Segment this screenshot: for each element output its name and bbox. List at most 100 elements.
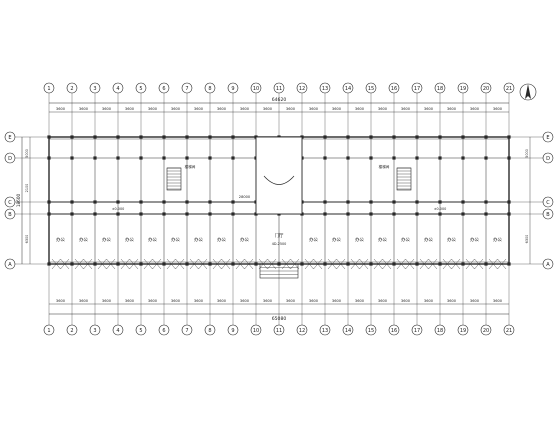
axis-letter-left-B: B: [8, 212, 12, 218]
column: [369, 200, 373, 204]
axis-letter-left-C: C: [8, 200, 12, 206]
column: [346, 212, 350, 216]
axis-bubble-top-8: [204, 82, 216, 94]
room-label-9: 办公: [240, 236, 249, 243]
axis-number-top-19: 19: [460, 86, 466, 92]
axis-number-top-9: 9: [231, 86, 234, 92]
window-mark: [313, 258, 323, 270]
left-dim-3: 6300: [25, 235, 29, 244]
axis-number-top-13: 13: [322, 86, 328, 92]
axis-bubble-bottom-21: [503, 324, 515, 336]
column: [415, 212, 419, 216]
window-mark: [327, 258, 337, 270]
corridor-width: 28000: [239, 195, 251, 199]
column: [185, 212, 189, 216]
north-arrow-icon: [525, 84, 531, 99]
axis-number-bottom-16: 16: [391, 328, 397, 334]
window-mark: [74, 258, 84, 270]
window-mark: [451, 258, 461, 270]
bay-dim-top: 3600: [401, 107, 411, 111]
axis-bubble-bottom-14: [342, 324, 354, 336]
bay-dim-bottom: 3600: [355, 299, 365, 303]
axis-bubble-bottom-11: [273, 324, 285, 336]
column: [139, 200, 143, 204]
column: [461, 200, 465, 204]
axis-number-bottom-2: 2: [70, 328, 73, 334]
axis-number-top-6: 6: [162, 86, 165, 92]
column: [392, 200, 396, 204]
axis-bubble-top-12: [296, 82, 308, 94]
window-mark: [419, 258, 429, 270]
axis-number-bottom-13: 13: [322, 328, 328, 334]
room-label-8: 办公: [217, 236, 226, 243]
axis-bubble-top-17: [411, 82, 423, 94]
stair-box: [166, 167, 182, 191]
column: [323, 156, 327, 160]
column: [116, 156, 120, 160]
column: [392, 156, 396, 160]
axis-bubble-bottom-7: [181, 324, 193, 336]
axis-number-bottom-11: 11: [276, 328, 282, 334]
bay-dim-top: 3600: [125, 107, 135, 111]
axis-letter-left-D: D: [8, 156, 12, 162]
column: [208, 156, 212, 160]
bay-dim-top: 3600: [447, 107, 457, 111]
axis-number-bottom-20: 20: [483, 328, 489, 334]
bay-dim-top: 3600: [355, 107, 365, 111]
column: [231, 156, 235, 160]
axis-bubble-bottom-12: [296, 324, 308, 336]
axis-bubble-bottom-16: [388, 324, 400, 336]
axis-bubble-top-21: [503, 82, 515, 94]
axis-bubble-right-C: [542, 196, 554, 208]
axis-bubble-right-B: [542, 208, 554, 220]
axis-bubble-bottom-4: [112, 324, 124, 336]
bay-dim-bottom: 3600: [401, 299, 411, 303]
axis-letter-left-A: A: [8, 262, 12, 268]
left-dim-2: 2100: [25, 184, 29, 193]
axis-number-bottom-5: 5: [139, 328, 142, 334]
axis-bubble-top-11: [273, 82, 285, 94]
room-label-14: 办公: [355, 236, 364, 243]
window-mark: [350, 258, 360, 270]
axis-number-bottom-8: 8: [208, 328, 211, 334]
column: [185, 200, 189, 204]
axis-bubble-bottom-8: [204, 324, 216, 336]
column: [116, 212, 120, 216]
bay-dim-top: 3600: [148, 107, 158, 111]
window-mark: [497, 258, 507, 270]
axis-number-bottom-3: 3: [93, 328, 96, 334]
bay-dim-top: 3600: [493, 107, 503, 111]
room-label-13: 办公: [332, 236, 341, 243]
window-mark: [336, 258, 346, 270]
axis-bubble-bottom-2: [66, 324, 78, 336]
axis-bubble-left-D: [4, 152, 16, 164]
window-mark: [51, 258, 61, 270]
column: [139, 212, 143, 216]
axis-number-top-18: 18: [437, 86, 443, 92]
column: [438, 156, 442, 160]
axis-bubble-bottom-9: [227, 324, 239, 336]
stair-label-left: 楼梯间: [185, 164, 196, 169]
column: [70, 212, 74, 216]
column: [139, 156, 143, 160]
axis-number-top-2: 2: [70, 86, 73, 92]
bay-dim-bottom: 3600: [470, 299, 480, 303]
bay-dim-top: 3600: [332, 107, 342, 111]
room-label-17: 办公: [424, 236, 433, 243]
room-label-20: 办公: [493, 236, 502, 243]
column: [369, 156, 373, 160]
axis-bubble-left-A: [4, 258, 16, 270]
bay-dim-bottom: 3600: [493, 299, 503, 303]
bay-dim-bottom: 3600: [286, 299, 296, 303]
hall-curve: [263, 175, 295, 185]
column: [438, 212, 442, 216]
window-mark: [189, 258, 199, 270]
axis-number-top-14: 14: [345, 86, 351, 92]
window-mark: [198, 258, 208, 270]
room-label-4: 办公: [125, 236, 134, 243]
window-mark: [405, 258, 415, 270]
window-mark: [129, 258, 139, 270]
bay-dim-top: 3600: [309, 107, 319, 111]
bay-dim-bottom: 3600: [424, 299, 434, 303]
